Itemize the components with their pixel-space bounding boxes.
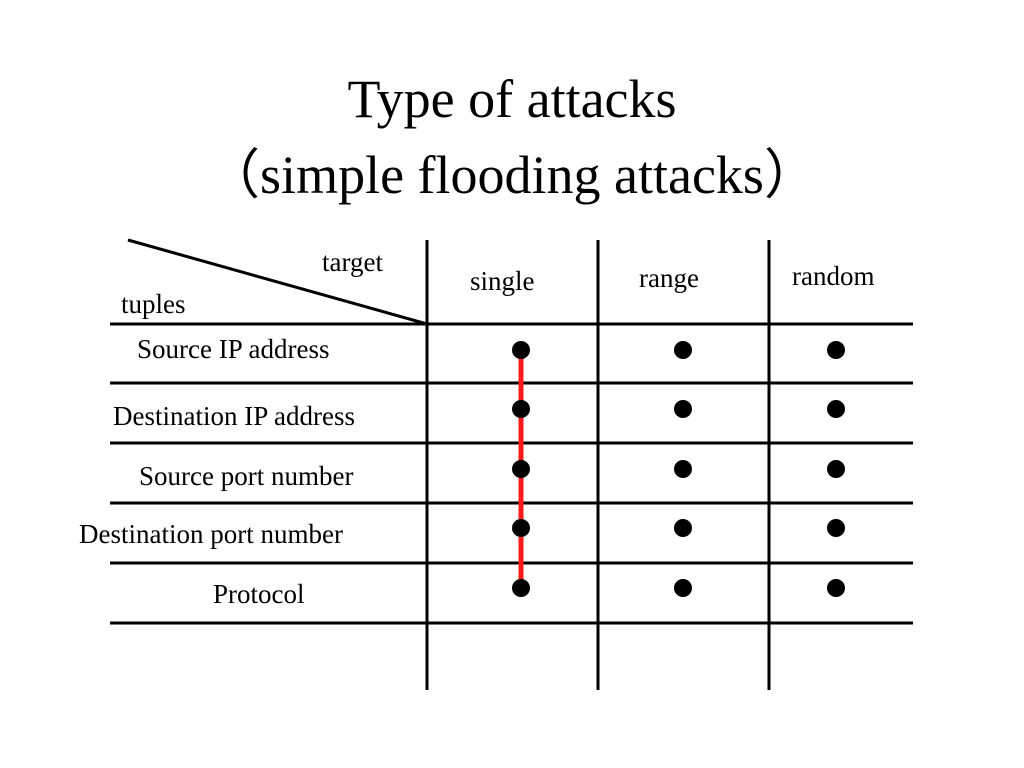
mark-dot-row1-random bbox=[827, 341, 845, 359]
mark-dot-row5-range bbox=[674, 579, 692, 597]
row-label-destination-ip: Destination IP address bbox=[113, 401, 355, 431]
mark-dot-row4-single bbox=[512, 519, 530, 537]
column-header-range: range bbox=[639, 263, 699, 293]
row-label-source-ip: Source IP address bbox=[137, 334, 330, 364]
mark-dot-row4-range bbox=[674, 519, 692, 537]
marks-layer bbox=[512, 341, 845, 597]
mark-dot-row2-random bbox=[827, 400, 845, 418]
slide-title-line-1: Type of attacks bbox=[347, 69, 677, 129]
mark-dot-row2-single bbox=[512, 400, 530, 418]
mark-dot-row3-single bbox=[512, 460, 530, 478]
mark-dot-row3-range bbox=[674, 460, 692, 478]
mark-dot-row2-range bbox=[674, 400, 692, 418]
row-label-source-port: Source port number bbox=[139, 461, 354, 491]
mark-dot-row5-random bbox=[827, 579, 845, 597]
corner-label-tuples: tuples bbox=[121, 289, 186, 319]
corner-diagonal-line bbox=[127, 238, 428, 326]
slide-title-line-2: （simple flooding attacks） bbox=[206, 145, 818, 205]
row-label-protocol: Protocol bbox=[213, 579, 305, 609]
mark-dot-row1-single bbox=[512, 341, 530, 359]
mark-dot-row4-random bbox=[827, 519, 845, 537]
column-header-single: single bbox=[470, 266, 535, 296]
corner-label-target: target bbox=[322, 247, 383, 277]
column-header-random: random bbox=[792, 261, 875, 291]
mark-dot-row3-random bbox=[827, 460, 845, 478]
mark-dot-row1-range bbox=[674, 341, 692, 359]
mark-dot-row5-single bbox=[512, 579, 530, 597]
row-label-destination-port: Destination port number bbox=[79, 519, 343, 549]
